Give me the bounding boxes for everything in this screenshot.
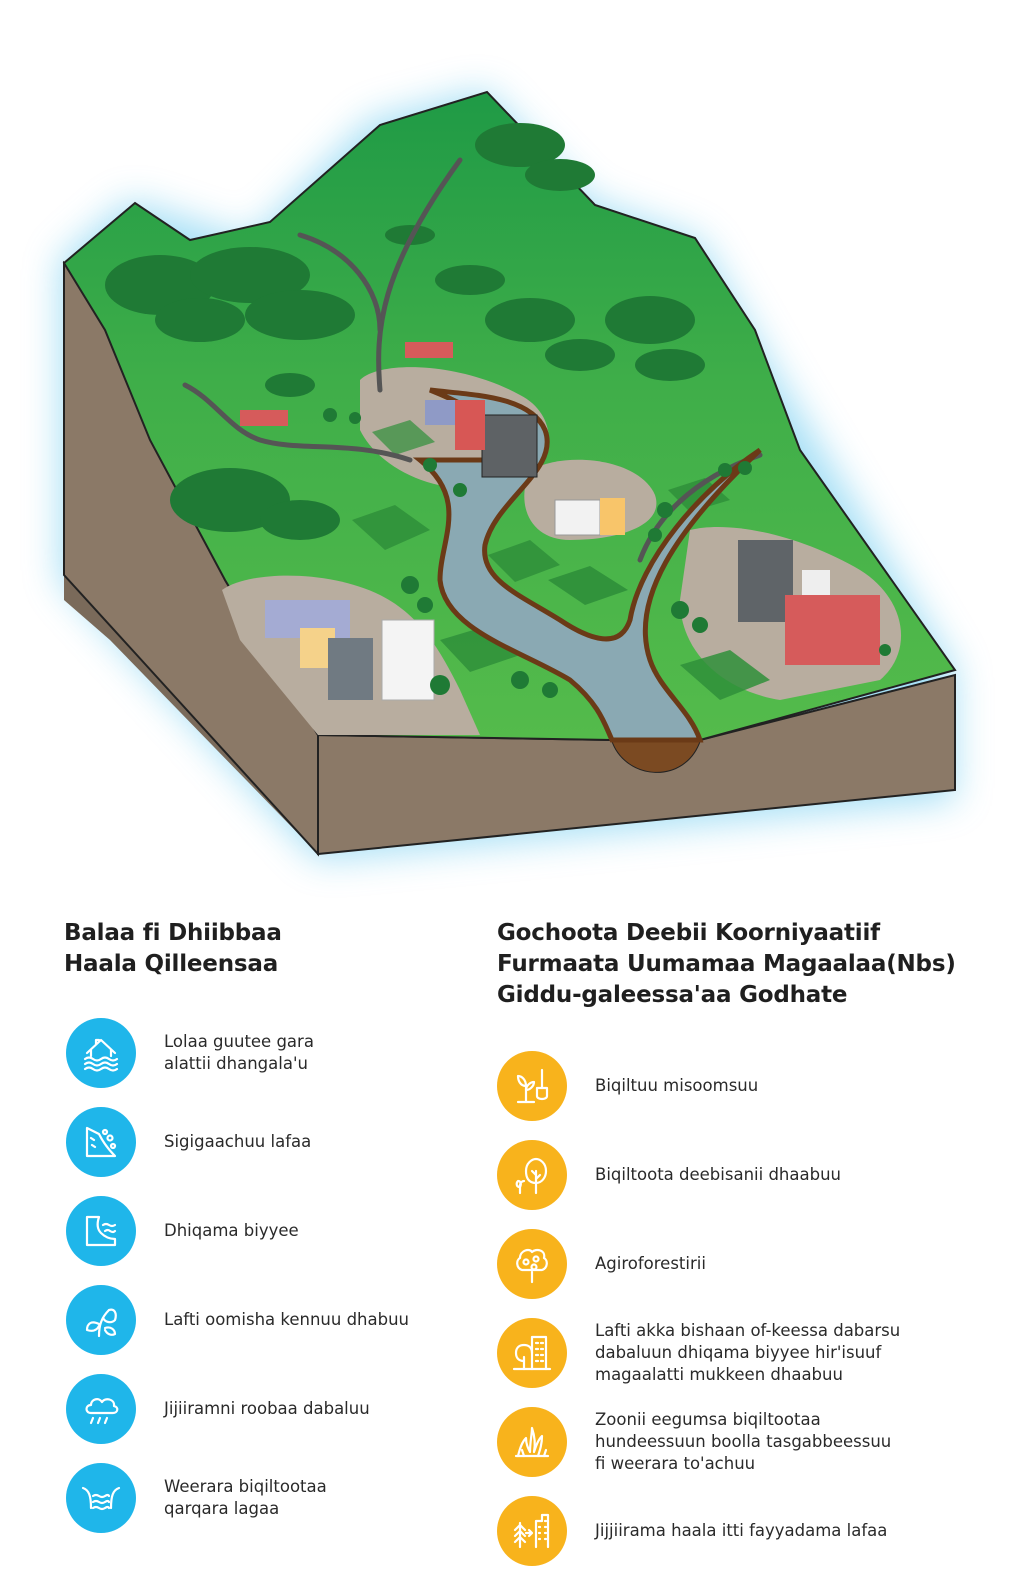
landscape-illustration (60, 90, 957, 860)
river-bank-icon (66, 1463, 136, 1533)
palm-trees (323, 408, 891, 698)
solution-item-seedlings: Biqiltuu misoomsuu (497, 1051, 758, 1121)
landslide-icon (66, 1107, 136, 1177)
buildings (240, 342, 880, 701)
solutions-title-line3: Giddu-galeessa'aa Godhate (497, 982, 848, 1008)
risk-label-productivity: Lafti oomisha kennuu dhabuu (164, 1310, 410, 1329)
solution-item-replanting: Biqiltoota deebisanii dhaabuu (497, 1140, 841, 1210)
risk-label-rainfall: Jijiiramni roobaa dabaluu (164, 1399, 370, 1418)
risks-title-line1: Balaa fi Dhiibbaa (64, 920, 282, 946)
land-use-city-icon (497, 1496, 567, 1566)
seedling-shovel-icon (497, 1051, 567, 1121)
forest (105, 123, 705, 540)
solution-label-land-use: Jijjiirama haala itti fayyadama lafaa (595, 1521, 888, 1540)
risk-label-flood: Lolaa guutee gara alattii dhangala'u (164, 1032, 314, 1073)
soil-erosion-icon (66, 1196, 136, 1266)
solution-label-buffer-zones: Zoonii eegumsa biqiltootaa hundeessuun b… (595, 1410, 892, 1473)
river-bed-cut (612, 740, 700, 772)
solution-item-urban-trees: Lafti akka bishaan of-keessa dabarsu dab… (497, 1318, 900, 1388)
risk-item-landslide: Sigigaachuu lafaa (66, 1107, 311, 1177)
solution-label-urban-trees: Lafti akka bishaan of-keessa dabarsu dab… (595, 1321, 901, 1384)
solution-label-seedlings: Biqiltuu misoomsuu (595, 1076, 759, 1095)
solution-item-agroforestry: Agiroforestirii (497, 1229, 706, 1299)
tree-restoration-icon (497, 1140, 567, 1210)
risks-title: Balaa fi Dhiibbaa Haala Qilleensaa (64, 918, 282, 980)
solutions-title-line1: Gochoota Deebii Koorniyaatiif (497, 920, 880, 946)
risks-title-line2: Haala Qilleensaa (64, 951, 279, 977)
risk-item-erosion: Dhiqama biyyee (66, 1196, 299, 1266)
rain-cloud-icon (66, 1374, 136, 1444)
solution-item-land-use: Jijjiirama haala itti fayyadama lafaa (497, 1496, 887, 1566)
agroforestry-tree-icon (497, 1229, 567, 1299)
solution-label-replanting: Biqiltoota deebisanii dhaabuu (595, 1165, 841, 1184)
risk-item-rainfall: Jijiiramni roobaa dabaluu (66, 1374, 370, 1444)
urban-tree-building-icon (497, 1318, 567, 1388)
solutions-title: Gochoota Deebii Koorniyaatiif Furmaata U… (497, 918, 956, 1011)
flood-house-icon (66, 1018, 136, 1088)
risk-label-erosion: Dhiqama biyyee (164, 1221, 299, 1240)
solutions-title-line2: Furmaata Uumamaa Magaalaa(Nbs) (497, 951, 956, 977)
risk-item-riverbank: Weerara biqiltootaa qarqara lagaa (66, 1463, 327, 1533)
risk-label-landslide: Sigigaachuu lafaa (164, 1132, 312, 1151)
solution-label-agroforestry: Agiroforestirii (595, 1254, 706, 1273)
wilting-plant-icon (66, 1285, 136, 1355)
risk-label-riverbank: Weerara biqiltootaa qarqara lagaa (164, 1477, 327, 1518)
riparian-vegetation-icon (497, 1407, 567, 1477)
risk-item-productivity: Lafti oomisha kennuu dhabuu (66, 1285, 409, 1355)
risk-item-flood: Lolaa guutee gara alattii dhangala'u (66, 1018, 314, 1088)
solution-item-buffer-zones: Zoonii eegumsa biqiltootaa hundeessuun b… (497, 1407, 891, 1477)
